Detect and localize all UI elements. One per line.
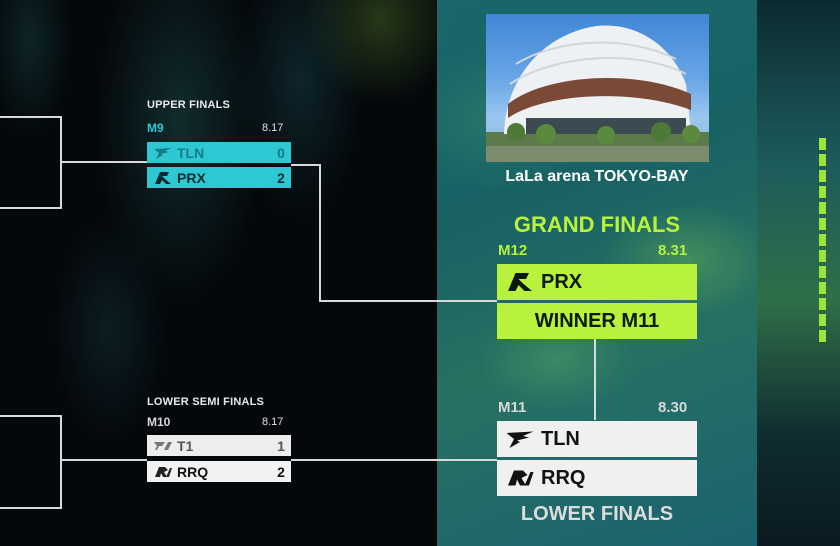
upper-finals-match-id: M9 xyxy=(147,121,164,135)
bracket-line xyxy=(0,415,62,417)
bracket-line xyxy=(0,507,62,509)
upper-finals-date: 8.17 xyxy=(262,122,284,134)
lower-finals-team-row[interactable]: RRQ xyxy=(497,460,697,496)
upper-finals-team-row[interactable]: TLN 0 xyxy=(147,142,291,163)
upper-finals-team-row[interactable]: PRX 2 xyxy=(147,167,291,188)
lower-semi-finals-team-row[interactable]: T1 1 xyxy=(147,435,291,456)
grand-finals-date: 8.31 xyxy=(658,242,688,259)
rrq-logo-icon xyxy=(155,466,172,477)
dash-decoration xyxy=(819,138,826,346)
team-name: RRQ xyxy=(541,466,586,489)
grand-finals-team-row[interactable]: PRX xyxy=(497,264,697,300)
team-name: TLN xyxy=(541,427,580,450)
bracket-line xyxy=(0,207,62,209)
bracket-line xyxy=(594,338,596,420)
lower-finals-team-row[interactable]: TLN xyxy=(497,421,697,457)
venue-name: LaLa arena TOKYO-BAY xyxy=(505,168,689,185)
side-decoration xyxy=(757,0,840,546)
bracket-line xyxy=(0,116,62,118)
venue-photo xyxy=(486,14,709,162)
lower-finals-label: LOWER FINALS xyxy=(520,503,674,525)
lower-semi-finals-match-id: M10 xyxy=(147,415,171,429)
paper-rex-logo-icon xyxy=(155,171,171,184)
lower-semi-finals-label: LOWER SEMI FINALS xyxy=(147,396,265,408)
t1-logo-icon xyxy=(154,441,172,450)
grand-finals-label: GRAND FINALS xyxy=(513,212,681,237)
bracket-line xyxy=(60,161,147,163)
team-name: PRX xyxy=(177,169,206,186)
team-name: PRX xyxy=(541,270,583,293)
bracket-line xyxy=(60,415,62,509)
team-score: 2 xyxy=(277,463,285,480)
lower-semi-finals-date: 8.17 xyxy=(262,416,284,428)
rrq-logo-icon xyxy=(508,470,534,486)
team-score: 0 xyxy=(277,144,285,161)
bracket-line xyxy=(319,164,321,301)
team-name: TLN xyxy=(177,144,205,161)
upper-finals-label: UPPER FINALS xyxy=(147,99,231,111)
lower-finals-date: 8.30 xyxy=(658,399,688,416)
paper-rex-logo-icon xyxy=(508,273,532,291)
grand-finals-match-id: M12 xyxy=(498,242,528,259)
team-name: RRQ xyxy=(177,463,209,480)
bracket-line xyxy=(291,164,321,166)
lower-semi-finals-team-row[interactable]: RRQ 2 xyxy=(147,461,291,482)
winner-placeholder: WINNER M11 xyxy=(534,309,660,332)
talon-logo-icon xyxy=(154,147,172,159)
bracket-line xyxy=(319,300,497,302)
lower-finals-match-id: M11 xyxy=(498,399,527,416)
grand-finals-placeholder-row[interactable]: WINNER M11 xyxy=(497,303,697,339)
bracket-line xyxy=(291,459,497,461)
talon-logo-icon xyxy=(506,431,534,448)
bracket-line xyxy=(60,459,147,461)
team-score: 1 xyxy=(277,437,285,454)
team-name: T1 xyxy=(177,437,194,454)
team-score: 2 xyxy=(277,169,285,186)
